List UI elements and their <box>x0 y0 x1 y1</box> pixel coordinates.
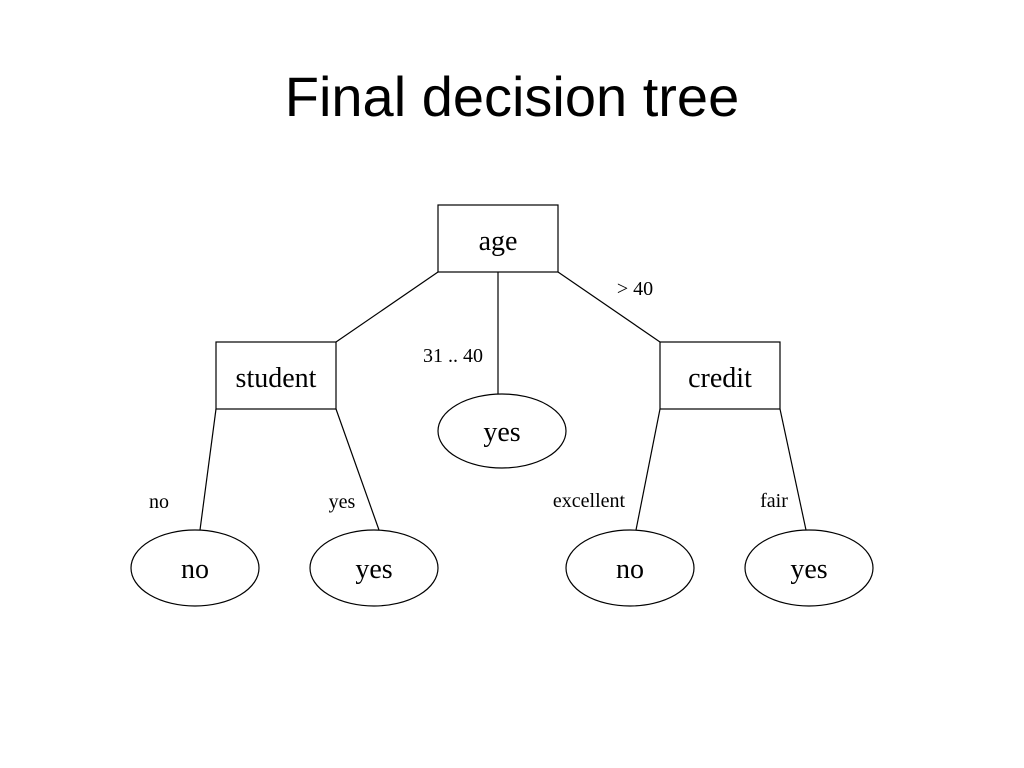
edge-label-student-yes: yes <box>329 491 356 513</box>
leaf-credit-excellent-ellipse <box>565 529 695 607</box>
leaf-student-yes-ellipse <box>309 529 439 607</box>
edge-credit-fair <box>779 408 807 531</box>
node-age-label: age <box>479 226 518 257</box>
page-title: Final decision tree <box>284 65 740 128</box>
leaf-student-no-ellipse <box>130 529 260 607</box>
edge-label-credit-fair: fair <box>760 490 788 512</box>
leaf-middle-label: yes <box>483 417 520 448</box>
leaf-student-yes-label: yes <box>355 554 392 585</box>
leaf-credit-fair-label: yes <box>790 554 827 585</box>
edge-label-age-right: > 40 <box>617 278 653 300</box>
node-credit-label: credit <box>688 363 752 394</box>
edge-label-age-middle: 31 .. 40 <box>423 345 483 367</box>
edge-student-yes <box>335 408 380 531</box>
leaf-credit-excellent-label: no <box>616 554 644 585</box>
edge-label-credit-excellent: excellent <box>553 490 626 512</box>
leaf-student-no-label: no <box>181 554 209 585</box>
node-credit-box <box>659 341 781 410</box>
leaf-middle-ellipse <box>437 393 567 469</box>
edge-student-no <box>199 408 217 531</box>
edge-label-student-no: no <box>149 491 169 513</box>
node-age-box <box>437 204 559 273</box>
edge-credit-excellent <box>635 408 661 531</box>
edge-age-student <box>335 271 439 343</box>
leaf-credit-fair-ellipse <box>744 529 874 607</box>
edge-age-credit <box>557 271 661 343</box>
node-student-label: student <box>236 363 317 394</box>
node-student-box <box>215 341 337 410</box>
